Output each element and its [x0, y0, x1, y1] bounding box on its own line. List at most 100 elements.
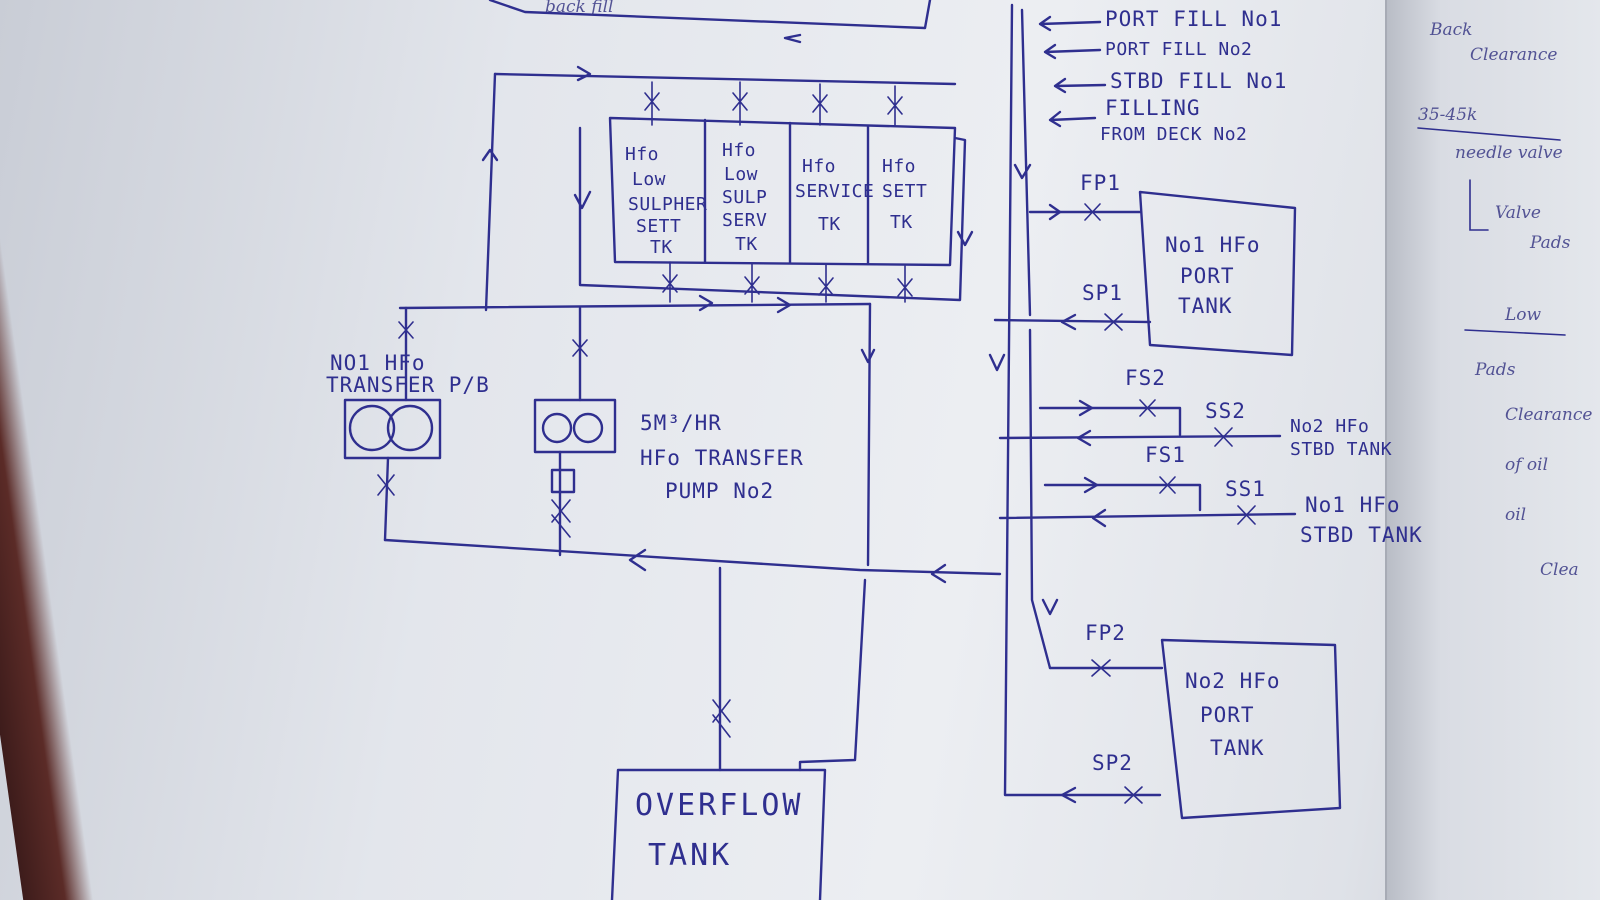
arrow-down-bypass-right [956, 230, 974, 247]
svg-text:FROM DECK No2: FROM DECK No2 [1100, 124, 1247, 145]
arrow-left-return-1 [628, 548, 647, 572]
pump-2-strainer [550, 468, 576, 494]
ss2-pipe [998, 434, 1282, 440]
svg-text:Valve: Valve [1495, 203, 1541, 223]
pump-1-body [343, 398, 442, 460]
no2-port-tank-box [1160, 638, 1342, 820]
overflow-tank-box [610, 768, 827, 900]
ss1-arrow [1091, 508, 1107, 528]
arrow-right-top [576, 65, 592, 82]
svg-text:Clearance: Clearance [1505, 405, 1592, 425]
fs1-arrow [1083, 476, 1099, 494]
svg-text:TK: TK [890, 212, 913, 233]
svg-text:needle valve: needle valve [1455, 143, 1563, 163]
ss2-label: SS2 [1205, 399, 1246, 423]
tank-label-service: Hfo SERVICE TK [795, 156, 874, 235]
top-box-edge [488, 0, 932, 30]
pump-2-rotor-b [572, 412, 604, 444]
pump-suction-header [398, 302, 872, 310]
svg-text:Low: Low [1504, 305, 1542, 325]
pump-2-discharge-valve [551, 499, 571, 538]
no1-port-label-3: TANK [1178, 294, 1233, 318]
right-page-notes: Back Clearance 35-45k needle valve Valve… [1417, 20, 1592, 580]
pump-1-discharge [383, 456, 390, 542]
tank-label-sett: Hfo SETT TK [882, 156, 927, 233]
ss1-label: SS1 [1225, 477, 1266, 501]
svg-text:Clearance: Clearance [1470, 45, 1557, 65]
pump-2-body [533, 398, 617, 454]
arrow-left-return-2 [930, 563, 947, 584]
svg-text:STBD FILL No1: STBD FILL No1 [1110, 69, 1287, 93]
sp2-valve [1124, 786, 1143, 804]
pump-1-label-2: TRANSFER P/B [326, 373, 490, 397]
no2-port-label-3: TANK [1210, 736, 1265, 760]
fs1-label: FS1 [1145, 443, 1186, 467]
svg-text:Pads: Pads [1474, 360, 1516, 380]
ss1-valve [1237, 505, 1256, 525]
ss1-pipe [998, 512, 1297, 520]
pump-suction-valves [398, 321, 588, 357]
fs2-pipe [1038, 406, 1182, 437]
no1-port-label-1: No1 HFo [1165, 233, 1261, 257]
tank-label-low-sulp-serv: Hfo Low SULP SERV TK [722, 140, 767, 255]
fs1-valve [1159, 476, 1176, 494]
arrow-down-fill [1013, 163, 1032, 180]
sp1-arrow [1060, 313, 1077, 331]
stbd1-label-1: No1 HFo [1305, 493, 1401, 517]
svg-text:SERVICE: SERVICE [795, 181, 874, 202]
arrow-right-bottom-1 [698, 294, 714, 312]
service-down-pipe [866, 302, 872, 567]
sp1-label: SP1 [1082, 281, 1123, 305]
overflow-valve [712, 699, 731, 738]
svg-text:FILLING: FILLING [1105, 96, 1201, 120]
bottom-valves [662, 261, 913, 303]
stbd2-label-2: STBD TANK [1290, 439, 1392, 460]
arrow-up-left [481, 148, 499, 162]
overflow-label-2: TANK [648, 838, 732, 873]
overflow-pipes [718, 566, 867, 772]
no1-port-label-2: PORT [1180, 264, 1235, 288]
svg-text:35-45k: 35-45k [1418, 105, 1477, 125]
sp2-label: SP2 [1092, 751, 1133, 775]
svg-text:SULP: SULP [722, 187, 767, 208]
svg-text:Hfo: Hfo [882, 156, 916, 177]
no1-port-tank-box [1138, 190, 1297, 357]
sp1-valve [1104, 313, 1123, 331]
svg-text:Hfo: Hfo [802, 156, 836, 177]
svg-text:TK: TK [735, 234, 758, 255]
svg-text:TK: TK [818, 214, 841, 235]
svg-text:SETT: SETT [636, 216, 681, 237]
no2-port-label-1: No2 HFo [1185, 669, 1281, 693]
fill-line-labels: PORT FILL No1 PORT FILL No2 STBD FILL No… [1100, 7, 1287, 145]
arrow-down-outer [988, 353, 1006, 372]
svg-text:PORT FILL No1: PORT FILL No1 [1105, 7, 1282, 31]
arrow-down-inner [1041, 598, 1059, 616]
ss2-valve [1214, 427, 1233, 447]
right-notebook-page [1385, 0, 1600, 900]
fs2-valve [1139, 399, 1156, 417]
top-valves [644, 81, 903, 126]
fill-line-arrows [1038, 15, 1107, 128]
pump-suction-legs [404, 306, 582, 402]
stbd1-label-2: STBD TANK [1300, 523, 1423, 547]
overflow-label-1: OVERFLOW [635, 788, 804, 823]
no2-port-label-2: PORT [1200, 703, 1255, 727]
pump-2-label-1: HFo TRANSFER [640, 446, 804, 470]
svg-text:TK: TK [650, 237, 673, 258]
svg-text:Back: Back [1429, 20, 1472, 40]
svg-text:SETT: SETT [882, 181, 927, 202]
tank-label-low-sulpher-sett: Hfo Low SULPHER SETT TK [625, 144, 707, 258]
svg-text:SERV: SERV [722, 210, 767, 231]
sp1-pipe [993, 318, 1152, 324]
pump-1-rotor-b [386, 404, 434, 452]
arrow-down-bypass-left [573, 190, 592, 210]
svg-text:PORT FILL No2: PORT FILL No2 [1105, 39, 1252, 60]
right-inner-main [1020, 8, 1052, 670]
pump-2-label-2: PUMP No2 [665, 479, 774, 503]
fp2-label: FP2 [1085, 621, 1126, 645]
stbd2-label-1: No2 HFo [1290, 416, 1369, 437]
svg-text:of oil: of oil [1505, 455, 1548, 475]
pump-1-rotor-a [348, 404, 396, 452]
